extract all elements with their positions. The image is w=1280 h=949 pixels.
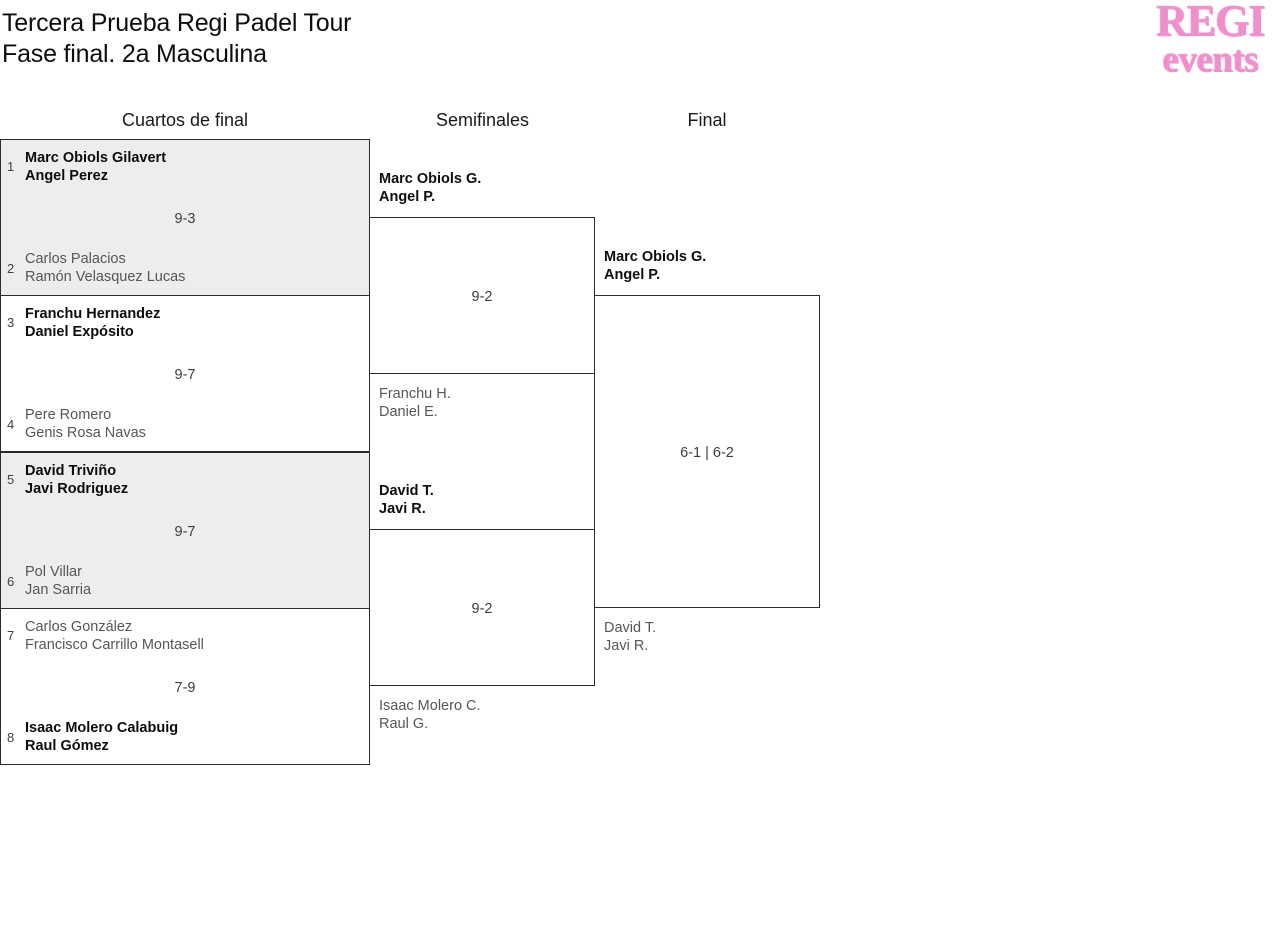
team-name: David Triviño Javi Rodriguez (25, 463, 129, 497)
match-score: 9-2 (471, 601, 493, 617)
seed-number: 4 (7, 417, 15, 432)
team-name: Carlos González Francisco Carrillo Monta… (25, 619, 204, 653)
seed-number: 6 (7, 574, 15, 589)
team-name: Pere Romero Genis Rosa Navas (25, 407, 146, 441)
match-quarterfinal-4[interactable]: 7 Carlos González Francisco Carrillo Mon… (0, 608, 370, 765)
match-score: 9-7 (174, 367, 196, 383)
team-name: Carlos Palacios Ramón Velasquez Lucas (25, 251, 186, 285)
match-score: 9-2 (471, 289, 493, 305)
team-name: Franchu Hernandez Daniel Expósito (25, 306, 161, 340)
team-name: David T. Javi R. (604, 620, 657, 654)
team-name: Marc Obiols G. Angel P. (379, 171, 482, 205)
match-score: 6-1 | 6-2 (680, 445, 734, 461)
match-final[interactable]: Marc Obiols G. Angel P. 6-1 | 6-2 David … (594, 249, 820, 654)
page-header: Tercera Prueba Regi Padel Tour Fase fina… (0, 0, 1280, 100)
match-semifinal-1[interactable]: Marc Obiols G. Angel P. 9-2 Franchu H. D… (369, 171, 595, 420)
seed-number: 5 (7, 472, 15, 487)
regi-events-logo: REGI events (1142, 0, 1278, 84)
team-name: Isaac Molero Calabuig Raul Gómez (25, 720, 179, 754)
match-quarterfinal-3[interactable]: 5 David Triviño Javi Rodriguez 9-7 6 Pol… (0, 452, 370, 609)
team-name: Pol Villar Jan Sarria (25, 564, 92, 598)
match-quarterfinal-1[interactable]: 1 Marc Obiols Gilavert Angel Perez 9-3 2… (0, 139, 370, 296)
match-score: 7-9 (174, 680, 196, 696)
team-name: Marc Obiols Gilavert Angel Perez (25, 150, 167, 184)
seed-number: 8 (7, 730, 15, 745)
seed-number: 3 (7, 315, 15, 330)
team-name: David T. Javi R. (379, 483, 434, 517)
match-score: 9-3 (174, 211, 196, 227)
page-title: Tercera Prueba Regi Padel Tour Fase fina… (2, 9, 352, 68)
match-quarterfinal-2[interactable]: 3 Franchu Hernandez Daniel Expósito 9-7 … (0, 295, 370, 452)
team-name: Marc Obiols G. Angel P. (604, 249, 707, 283)
seed-number: 1 (7, 159, 15, 174)
team-name: Isaac Molero C. Raul G. (379, 698, 481, 732)
round-heading-quarterfinals: Cuartos de final (121, 110, 249, 130)
match-score: 9-7 (174, 524, 196, 540)
logo-text-regi: REGI (1155, 0, 1265, 45)
match-semifinal-2[interactable]: David T. Javi R. 9-2 Isaac Molero C. Rau… (369, 483, 595, 732)
round-heading-semifinals: Semifinales (435, 110, 530, 130)
round-heading-final: Final (687, 110, 727, 130)
team-name: Franchu H. Daniel E. (379, 386, 451, 420)
logo-text-events: events (1162, 38, 1258, 80)
seed-number: 7 (7, 628, 15, 643)
seed-number: 2 (7, 261, 15, 276)
